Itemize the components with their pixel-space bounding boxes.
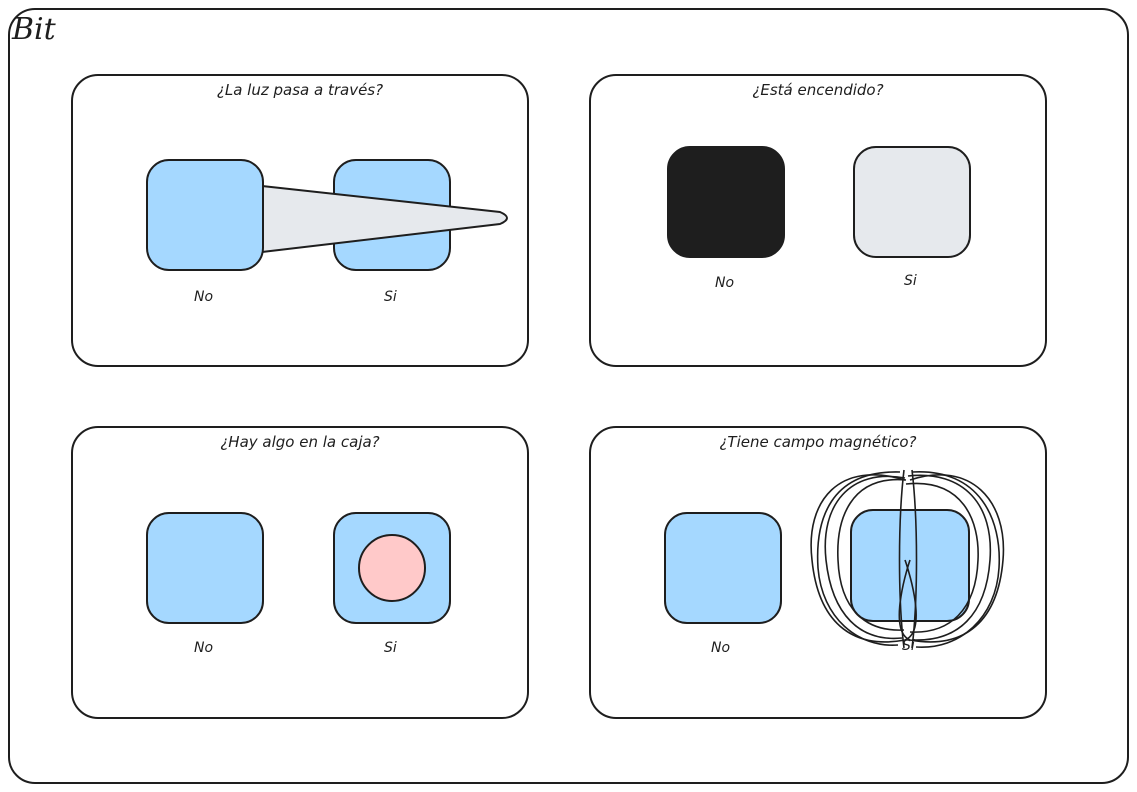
box-si-magnet (850, 509, 970, 622)
magnetic-field-lines (810, 469, 1005, 649)
panel-title-box: ¿Hay algo en la caja? (220, 433, 380, 451)
panel-frame-power (589, 74, 1047, 367)
label-no-magnet: No (711, 640, 731, 656)
label-no-power: No (715, 275, 735, 291)
label-si-box: Si (384, 640, 397, 656)
panel-frame-light (71, 74, 529, 367)
box-no-light (146, 159, 264, 271)
outer-frame (8, 8, 1129, 784)
label-si-light: Si (384, 289, 397, 305)
panel-frame-box (71, 426, 529, 719)
box-no-magnet (664, 512, 782, 624)
label-no-box: No (194, 640, 214, 656)
box-no-empty (146, 512, 264, 624)
ball (358, 534, 426, 602)
label-no-light: No (194, 289, 214, 305)
panel-frame-magnet (589, 426, 1047, 719)
panel-title-magnet: ¿Tiene campo magnético? (719, 433, 917, 451)
panel-title-light: ¿La luz pasa a través? (216, 81, 384, 99)
label-si-magnet: Si (902, 638, 915, 654)
label-si-power: Si (904, 273, 917, 289)
light-beam (261, 185, 508, 253)
page-title: Bit (12, 12, 56, 47)
box-no-dark (667, 146, 785, 258)
panel-title-power: ¿Está encendido? (752, 81, 884, 99)
box-si-lit (853, 146, 971, 258)
